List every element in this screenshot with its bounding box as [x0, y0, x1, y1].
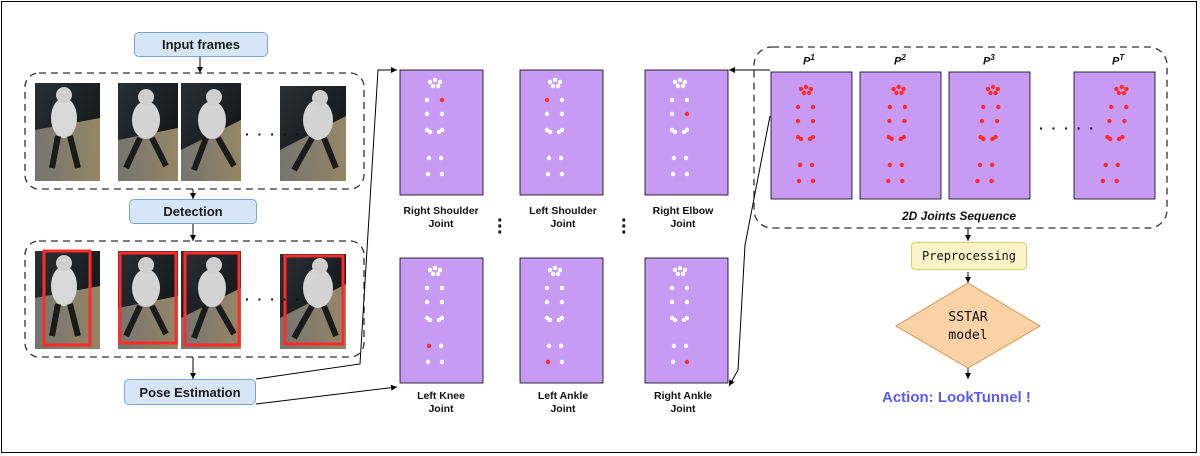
vertical-ellipsis-2: ···	[621, 210, 628, 244]
detection-frame-4	[280, 254, 346, 349]
pT-title: PT	[1112, 53, 1125, 68]
frames-ellipsis: · · · · ·	[245, 126, 302, 142]
sequence-panels	[770, 71, 1156, 200]
panel-left-shoulder	[519, 69, 604, 196]
model-name: SSTAR	[948, 310, 988, 325]
seq-panel-pT	[1073, 71, 1156, 200]
label-right-elbow: Right Elbow Joint	[652, 205, 714, 230]
label-left-shoulder: Left Shoulder Joint	[529, 205, 597, 230]
input-frames-group	[24, 72, 365, 190]
detection-frame-1	[35, 249, 100, 349]
label-left-knee: Left Knee Joint	[417, 390, 465, 415]
detection-ellipsis: · · · · ·	[245, 291, 302, 307]
input-frame-1	[35, 83, 100, 181]
seq-panel-p2	[859, 71, 942, 200]
sstar-model-label: SSTAR model	[918, 309, 1018, 345]
panel-left-knee	[399, 257, 484, 384]
detection-frame-3	[181, 251, 241, 349]
joint-panels	[399, 69, 729, 384]
bounding-box	[42, 249, 92, 347]
input-frame-3	[181, 83, 241, 181]
label-right-ankle: Right Ankle Joint	[654, 390, 712, 415]
input-frame-photos	[35, 83, 346, 181]
bounding-box	[283, 254, 345, 346]
input-frame-4	[280, 86, 346, 181]
pose-estimation-box: Pose Estimation	[124, 379, 256, 405]
input-frames-box: Input frames	[134, 32, 268, 57]
p2-title: P2	[894, 53, 906, 68]
bounding-box	[118, 251, 178, 345]
bounding-box	[183, 251, 241, 347]
vertical-ellipsis-1: ···	[497, 210, 504, 244]
detection-box: Detection	[129, 199, 257, 224]
sequence-ellipsis: · · · · ·	[1039, 120, 1096, 136]
panel-right-ankle	[644, 257, 729, 384]
sstar-model-diamond	[894, 282, 1042, 369]
preprocessing-box: Preprocessing	[911, 242, 1027, 270]
model-suffix: model	[948, 328, 988, 343]
panel-left-ankle	[519, 257, 604, 384]
label-right-shoulder: Right Shoulder Joint	[403, 205, 479, 230]
detection-frame-photos	[35, 249, 346, 349]
action-output: Action: LookTunnel !	[882, 389, 1031, 406]
seq-panel-p1	[770, 71, 853, 200]
detection-frame-2	[118, 251, 178, 349]
p1-title: P1	[803, 53, 815, 68]
sequence-label: 2D Joints Sequence	[902, 209, 1017, 223]
panel-right-elbow	[644, 69, 729, 196]
label-left-ankle: Left Ankle Joint	[537, 390, 589, 415]
panel-right-shoulder	[399, 69, 484, 196]
input-frame-2	[118, 83, 178, 181]
p3-title: P3	[983, 53, 995, 68]
flow-arrows	[190, 57, 971, 405]
seq-panel-p3	[948, 71, 1031, 200]
